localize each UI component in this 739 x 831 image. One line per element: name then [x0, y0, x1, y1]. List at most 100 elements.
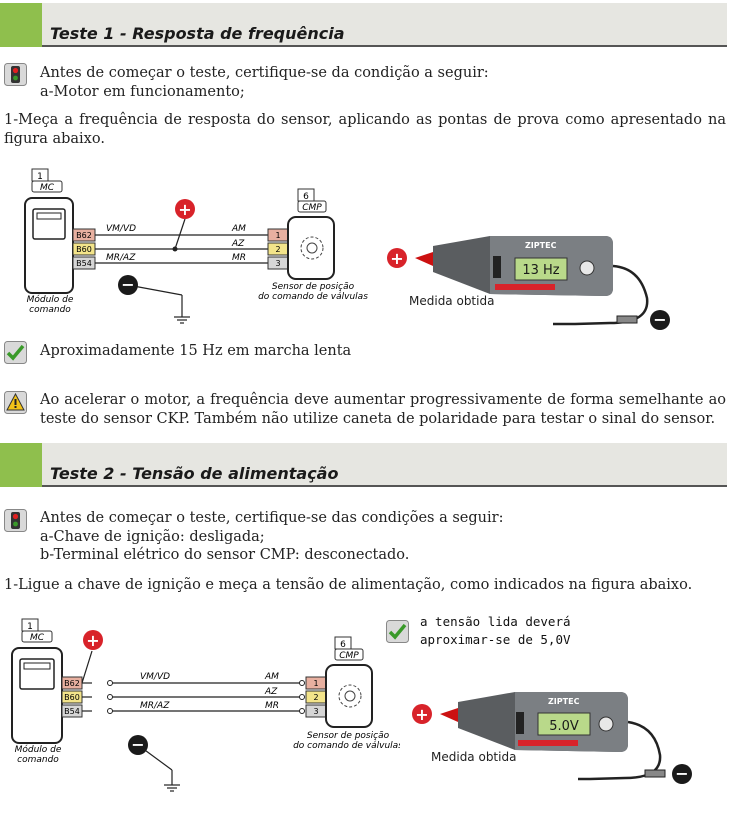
sensor-symbol-icon: [338, 684, 362, 708]
section-header-test1: Teste 1 - Resposta de frequência: [0, 3, 727, 47]
wire-label: AM: [264, 672, 279, 682]
checkmark-icon: [4, 341, 27, 364]
module-tag: 1 MC: [31, 168, 63, 193]
svg-text:−: −: [121, 275, 134, 294]
sensor-symbol-icon: [300, 236, 324, 260]
multimeter-test2: + ZIPTEC 5.0V −: [412, 692, 692, 784]
meter-reading: 13 Hz: [522, 263, 559, 278]
step-instruction: 1-Ligue a chave de ignição e meça a tens…: [4, 577, 693, 593]
svg-text:−: −: [131, 735, 144, 754]
wire-label: AM: [231, 224, 246, 234]
svg-text:+: +: [415, 705, 428, 724]
svg-text:6: 6: [303, 192, 309, 202]
svg-text:+: +: [86, 631, 99, 650]
precondition-intro: Antes de começar o teste, certifique-se …: [40, 65, 489, 81]
meter-caption: Medida obtida: [409, 294, 495, 308]
section-header-test2: Teste 2 - Tensão de alimentação: [0, 443, 727, 487]
svg-text:CMP: CMP: [302, 203, 322, 213]
precondition-intro: Antes de começar o teste, certifique-se …: [40, 510, 504, 526]
expected-result: Aproximadamente 15 Hz em marcha lenta: [40, 343, 352, 359]
minus-probe-icon: −: [118, 275, 138, 295]
step-instruction: 1-Meça a frequência de resposta do senso…: [4, 112, 726, 147]
header-accent: [0, 443, 42, 487]
svg-text:MC: MC: [30, 633, 45, 643]
svg-text:B62: B62: [76, 231, 92, 240]
meter-lcd: [537, 712, 591, 736]
svg-text:2: 2: [313, 693, 318, 702]
sensor-label-2: do comando de válvulas: [258, 292, 368, 302]
plus-probe-icon: +: [83, 630, 103, 650]
warning-icon: [4, 391, 27, 414]
section-title: Teste 1 - Resposta de frequência: [50, 24, 345, 43]
svg-text:B60: B60: [76, 245, 92, 254]
multimeter-test1: + ZIPTEC 13 Hz −: [387, 236, 670, 330]
wire-label: AZ: [231, 239, 245, 249]
meter-brand: ZIPTEC: [525, 241, 557, 250]
sensor-pins: 1 2 3: [267, 228, 289, 270]
cmp-sensor: [325, 664, 373, 728]
svg-text:−: −: [675, 764, 688, 783]
module-tag: 1 MC: [21, 618, 53, 643]
precondition-item: a-Chave de ignição: desligada;: [40, 529, 265, 545]
ecu-pins: B62 B60 B54: [72, 228, 96, 270]
traffic-light-icon: [4, 509, 27, 532]
svg-text:+: +: [178, 200, 191, 219]
module-label-2: comando: [29, 305, 71, 315]
svg-text:CMP: CMP: [339, 651, 359, 661]
svg-text:+: +: [390, 249, 403, 268]
svg-text:2: 2: [275, 245, 280, 254]
svg-text:B54: B54: [64, 707, 80, 716]
precondition-item: a-Motor em funcionamento;: [40, 84, 245, 100]
wiring-diagram-test1: 1 MC Módulo de comando B62 B60 B54 VM/VD…: [24, 168, 368, 324]
sensor-label-1: Sensor de posição: [272, 282, 355, 292]
module-label-2: comando: [17, 755, 59, 765]
wire-label: MR: [232, 253, 246, 263]
ecu-pins: B62 B60 B54: [61, 676, 83, 718]
wire-label: AZ: [264, 687, 278, 697]
wire-label: MR/AZ: [140, 701, 170, 711]
sensor-tag: 6 CMP: [297, 188, 327, 213]
traffic-light-icon: [4, 63, 27, 86]
plus-probe-icon: +: [175, 199, 195, 219]
precondition-item: b-Terminal elétrico do sensor CMP: desco…: [40, 547, 410, 563]
svg-text:1: 1: [37, 172, 43, 182]
minus-probe-icon: −: [672, 764, 692, 784]
section-title: Teste 2 - Tensão de alimentação: [50, 464, 339, 483]
minus-probe-icon: −: [128, 735, 148, 755]
wire-label: MR/AZ: [106, 253, 136, 263]
meter-caption: Medida obtida: [431, 750, 517, 764]
svg-text:MC: MC: [40, 183, 55, 193]
wires: [95, 218, 268, 324]
warning-text: Ao acelerar o motor, a frequência deve a…: [40, 392, 726, 427]
module-label-1: Módulo de: [15, 744, 62, 755]
svg-text:1: 1: [275, 231, 280, 240]
wire-label: VM/VD: [106, 224, 136, 234]
sensor-label-1: Sensor de posição: [307, 731, 390, 741]
svg-text:3: 3: [313, 707, 318, 716]
sensor-label-2: do comando de válvulas: [293, 741, 400, 751]
plus-probe-icon: +: [387, 248, 407, 268]
svg-text:6: 6: [340, 640, 346, 650]
svg-text:B60: B60: [64, 693, 80, 702]
wire-label: MR: [265, 701, 279, 711]
svg-text:B54: B54: [76, 259, 92, 268]
svg-text:−: −: [653, 310, 666, 329]
expected-voltage-note: a tensão lida deverá aproximar-se de 5,0…: [416, 610, 640, 664]
wiring-diagram-test2: 1 MC Módulo de comando B62 B60 B54 VM/VD…: [11, 618, 400, 792]
wire-label: VM/VD: [140, 672, 170, 682]
svg-text:1: 1: [27, 622, 33, 632]
meter-reading: 5.0V: [549, 719, 579, 734]
header-accent: [0, 3, 42, 47]
sensor-pins: 1 2 3: [305, 676, 327, 718]
svg-text:B62: B62: [64, 679, 80, 688]
svg-text:3: 3: [275, 259, 280, 268]
sensor-tag: 6 CMP: [334, 636, 364, 661]
svg-text:1: 1: [313, 679, 318, 688]
meter-lcd: [514, 257, 568, 281]
plus-probe-icon: +: [412, 704, 432, 724]
module-label-1: Módulo de: [27, 294, 74, 305]
cmp-sensor: [287, 216, 335, 280]
checkmark-icon: [386, 620, 409, 643]
minus-probe-icon: −: [650, 310, 670, 330]
meter-brand: ZIPTEC: [548, 697, 580, 706]
